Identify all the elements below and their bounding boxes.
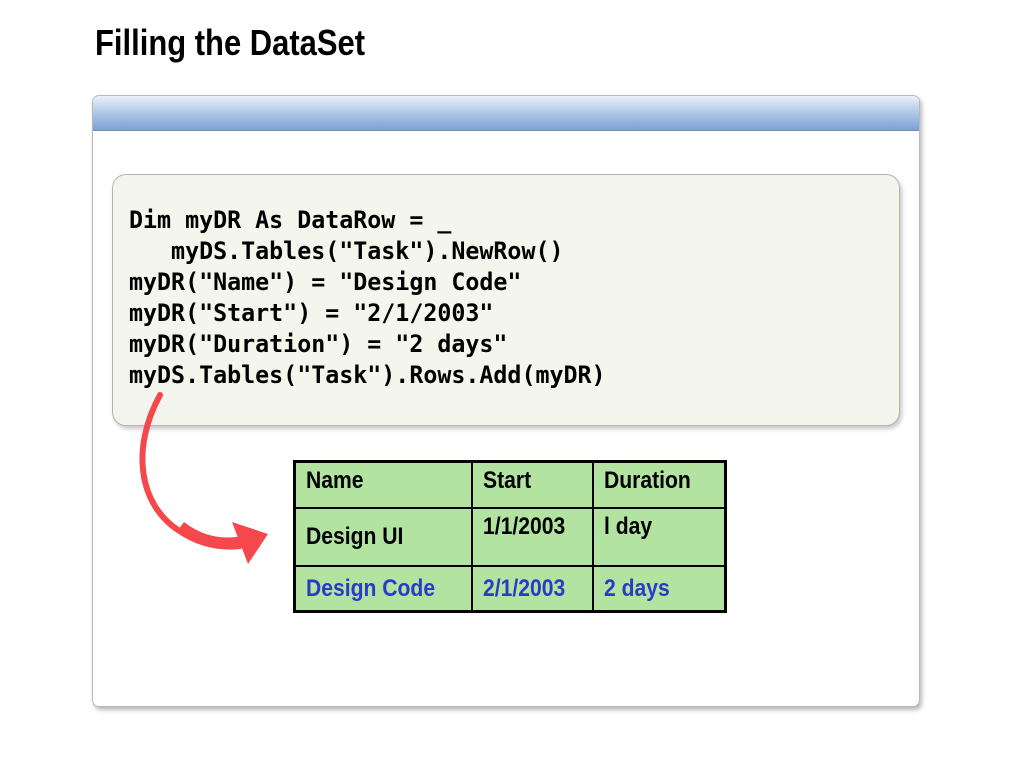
code-line: myDS.Tables("Task").NewRow()	[129, 237, 564, 265]
slide-title: Filling the DataSet	[95, 22, 366, 63]
code-block: Dim myDR As DataRow = _ myDS.Tables("Tas…	[129, 205, 606, 391]
column-header-start: Start	[470, 460, 594, 509]
table-cell: 2/1/2003	[470, 565, 594, 613]
table-row-new: Design Code 2/1/2003 2 days	[293, 565, 727, 613]
column-header-name: Name	[293, 460, 473, 509]
table-cell: 1/1/2003	[470, 507, 594, 567]
table-cell: Design UI	[293, 507, 473, 567]
table-cell: 2 days	[591, 565, 727, 613]
code-box	[112, 174, 900, 426]
table-cell: l day	[591, 507, 727, 567]
code-line: myDR("Name") = "Design Code"	[129, 268, 522, 296]
table-row: Design UI 1/1/2003 l day	[293, 507, 727, 567]
column-header-duration: Duration	[591, 460, 727, 509]
code-line: myDS.Tables("Task").Rows.Add(myDR)	[129, 361, 606, 389]
task-table: Name Start Duration Design UI 1/1/2003 l…	[293, 460, 727, 613]
panel-header-bar	[93, 96, 919, 131]
table-header-row: Name Start Duration	[293, 460, 727, 509]
code-line: myDR("Start") = "2/1/2003"	[129, 299, 494, 327]
table-cell: Design Code	[293, 565, 473, 613]
code-line: Dim myDR As DataRow = _	[129, 206, 452, 234]
code-line: myDR("Duration") = "2 days"	[129, 330, 508, 358]
